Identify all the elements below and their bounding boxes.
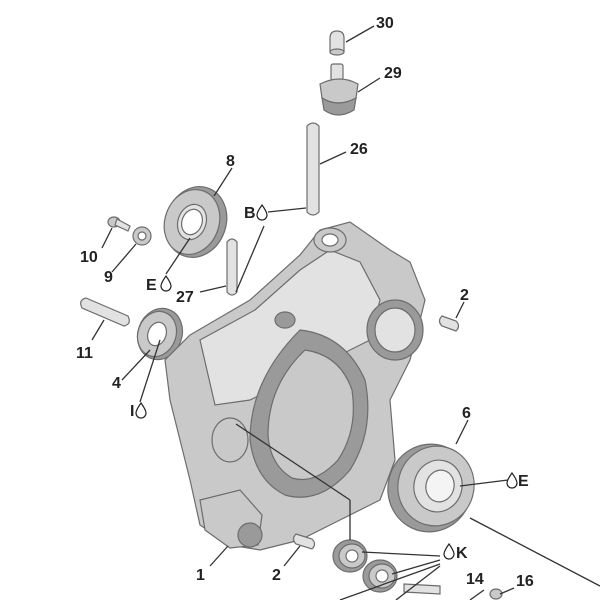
- part-8-seal: [163, 186, 228, 258]
- part-9-washer: [132, 226, 152, 246]
- callout-9: 9: [104, 269, 113, 286]
- part-2-dowel-right: [438, 315, 460, 332]
- callout-26: 26: [350, 141, 368, 158]
- callout-27: 27: [176, 289, 194, 306]
- callout-E-right: E: [518, 473, 529, 490]
- part-27-pin: [226, 238, 238, 296]
- callout-E-left: E: [146, 277, 157, 294]
- part-30-cap: [329, 30, 345, 56]
- part-11-pin: [80, 297, 130, 327]
- part-16-washer: [489, 588, 503, 600]
- part-10-screw: [107, 216, 131, 232]
- callout-4: 4: [112, 375, 121, 392]
- part-6-bearing: [387, 443, 475, 533]
- callout-6: 6: [462, 405, 471, 422]
- oil-drop-icon: [256, 203, 268, 221]
- callout-2-right: 2: [460, 287, 469, 304]
- part-29-plug: [319, 63, 359, 116]
- callout-11: 11: [76, 345, 93, 362]
- callout-B: B: [244, 205, 256, 222]
- callout-8: 8: [226, 153, 235, 170]
- oil-drop-icon: [443, 542, 455, 560]
- oil-drop-icon: [135, 401, 147, 419]
- part-small-bearing-2: [362, 559, 398, 593]
- oil-drop-icon: [160, 274, 172, 292]
- oil-drop-icon: [506, 471, 518, 489]
- part-26-rod: [306, 122, 320, 216]
- part-4-seal: [136, 307, 184, 361]
- callout-30: 30: [376, 15, 394, 32]
- callout-I: I: [130, 403, 134, 420]
- callout-16: 16: [516, 573, 534, 590]
- callout-14: 14: [466, 571, 484, 588]
- callout-K: K: [456, 545, 468, 562]
- part-1-crankcase: [164, 221, 426, 551]
- callout-29: 29: [384, 65, 402, 82]
- callout-1: 1: [196, 567, 205, 584]
- callout-10: 10: [80, 249, 98, 266]
- part-2-dowel-bottom: [292, 533, 316, 550]
- part-small-bearing-1: [332, 539, 368, 573]
- callout-2-bottom: 2: [272, 567, 281, 584]
- leader-lines: [91, 25, 600, 600]
